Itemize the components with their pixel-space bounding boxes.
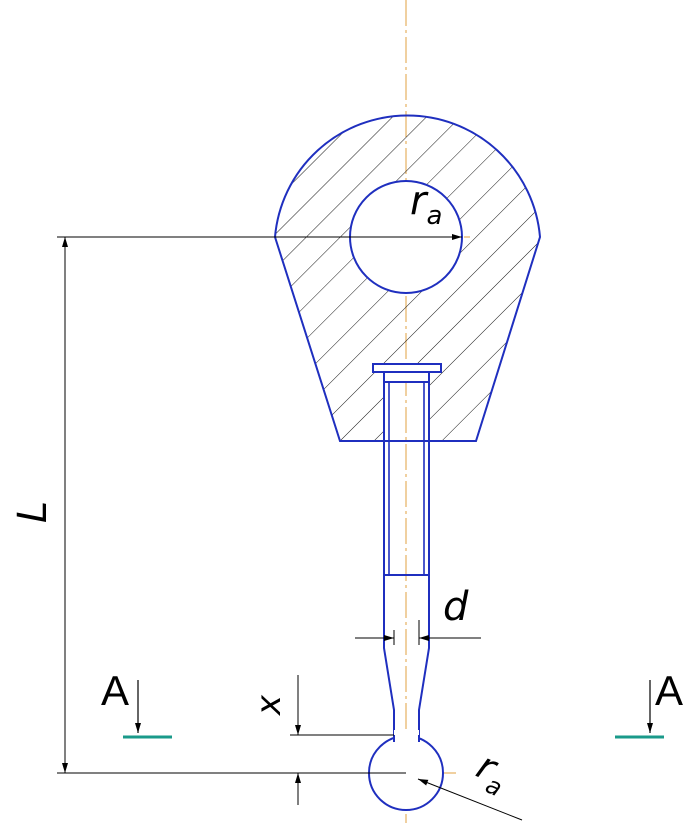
dimension-d: d (355, 584, 481, 645)
radius-top-label: ra (410, 178, 442, 231)
rod-shank (383, 382, 430, 576)
dimension-d-label: d (443, 584, 469, 630)
dimension-L: L (10, 236, 406, 774)
eye-outline (273, 114, 542, 442)
section-mark-right: A (615, 667, 683, 739)
section-mark-left: A (101, 667, 172, 739)
rod-collar (383, 371, 430, 383)
dimension-x: x (249, 675, 394, 805)
rod-neck (383, 575, 430, 735)
section-mark-right-label: A (655, 667, 683, 714)
section-mark-left-label: A (101, 667, 129, 714)
radius-top: ra (406, 178, 462, 240)
dimension-x-label: x (249, 694, 289, 716)
dimension-L-label: L (10, 501, 56, 523)
rod-flange (372, 363, 442, 373)
radius-bottom-label: ra (467, 743, 516, 802)
eye-section (273, 114, 542, 442)
